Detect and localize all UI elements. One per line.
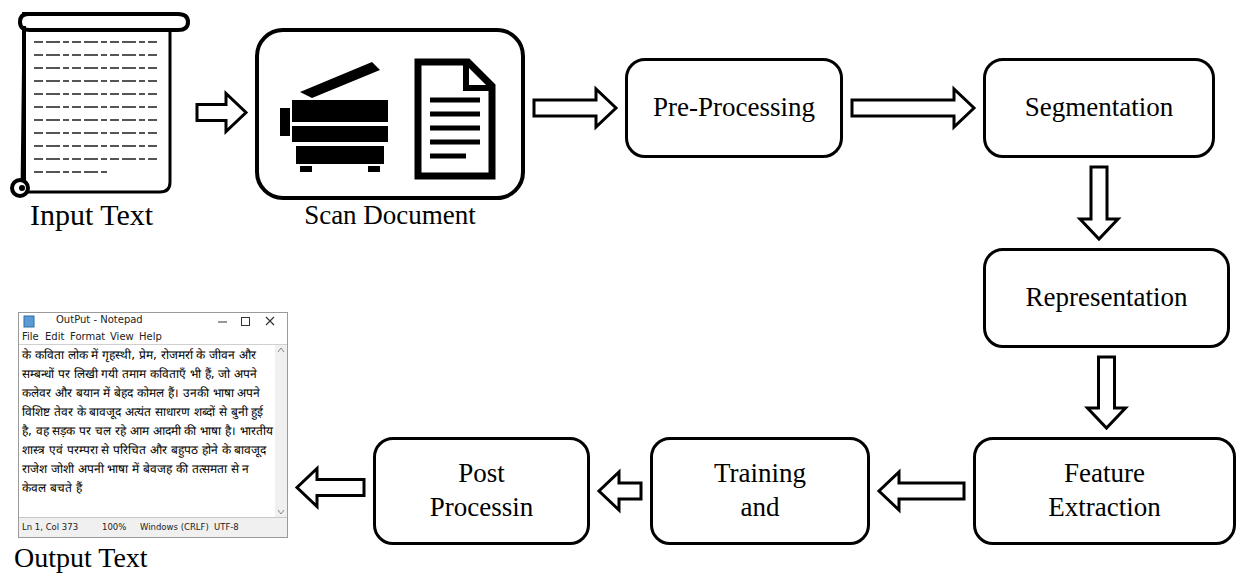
window-ui-text: UTF-8 (214, 522, 239, 532)
process-box: Post Processin (373, 437, 590, 545)
scroll-top-roll (20, 14, 188, 30)
process-label: Pre-Processing (653, 91, 815, 125)
scroll-paper (22, 26, 170, 192)
status-bar (19, 518, 287, 537)
window-close (266, 317, 274, 325)
window-ui-text: Format (70, 331, 105, 342)
window-ui-text: OutPut - Notepad (56, 314, 143, 325)
block-arrow (879, 472, 964, 510)
scroll-text-line (34, 158, 160, 160)
process-box: Segmentation (983, 58, 1215, 158)
status-bar-line (19, 517, 287, 518)
scrollbar-arrows (278, 348, 284, 514)
caption-label: Scan Document (259, 200, 521, 231)
window-ui-text: File (22, 331, 39, 342)
scroll-text-line (34, 132, 160, 134)
scroll-text-line (34, 67, 160, 69)
document-outline (418, 62, 492, 176)
scroll-left-edge (22, 26, 26, 186)
window-ui-text: Ln 1, Col 373 (22, 522, 78, 532)
scroll-bottom-curl-inner (19, 185, 25, 191)
process-box: Representation (983, 248, 1230, 348)
scroll-text-line (34, 54, 160, 56)
input-scroll: Input Text (8, 12, 188, 197)
block-arrow (297, 469, 364, 507)
notepad-window: OutPut - NotepadFile Edit Format View Help के… (18, 312, 288, 538)
window-ui-text: Edit (45, 331, 64, 342)
scanner-foot (300, 166, 312, 172)
scroll-text-line (34, 145, 160, 147)
scroll-text-line (34, 106, 160, 108)
process-box: Training and (650, 437, 870, 545)
window-minimize (218, 322, 227, 323)
window-app-icon (24, 316, 34, 327)
scanner-base (296, 146, 384, 164)
window-ui-text: Windows (CRLF) (140, 522, 209, 532)
menu-separator (19, 344, 287, 345)
process-label: Representation (1026, 281, 1188, 315)
window-ui-text: View (110, 331, 134, 342)
block-arrow (534, 89, 616, 127)
caption-label: Output Text (14, 542, 148, 574)
scanner-lid (300, 62, 380, 98)
scrollbar-track (275, 345, 287, 517)
process-label: Feature Extraction (1020, 457, 1190, 525)
scroll-bottom-curl (12, 180, 28, 196)
block-arrow (1088, 357, 1126, 428)
scanner-box: Scan Document (255, 28, 525, 200)
window-frame (19, 313, 288, 538)
scroll-text-line (34, 93, 160, 95)
scanner-body (292, 100, 388, 122)
document-lines (430, 100, 480, 156)
process-box: Feature Extraction (973, 437, 1236, 545)
block-arrow (197, 94, 246, 132)
window-maximize (242, 318, 250, 326)
process-label: Training and (700, 457, 820, 525)
block-arrow (852, 89, 974, 127)
scroll-text-line (34, 171, 110, 173)
block-arrow (599, 472, 641, 510)
scroll-text-lines (34, 42, 160, 172)
block-arrow (1080, 167, 1118, 239)
process-box: Pre-Processing (625, 58, 843, 158)
scanner-foot (368, 166, 380, 172)
window-ui-text: Help (139, 331, 162, 342)
window-ui-text: 100% (102, 522, 126, 532)
process-label: Segmentation (1025, 91, 1173, 125)
scanner-tray (280, 108, 290, 136)
scroll-text-line (34, 80, 160, 82)
scroll-text-line (34, 119, 160, 121)
scanner-body-lower (292, 126, 388, 142)
scroll-text-line (34, 41, 160, 43)
process-label: Post Processin (414, 457, 549, 525)
notepad-body-text: के कविता लोक में गृहस्थी, प्रेम, रोजमर्र… (22, 346, 274, 498)
caption-label: Input Text (30, 198, 153, 232)
document-fold (466, 62, 492, 88)
